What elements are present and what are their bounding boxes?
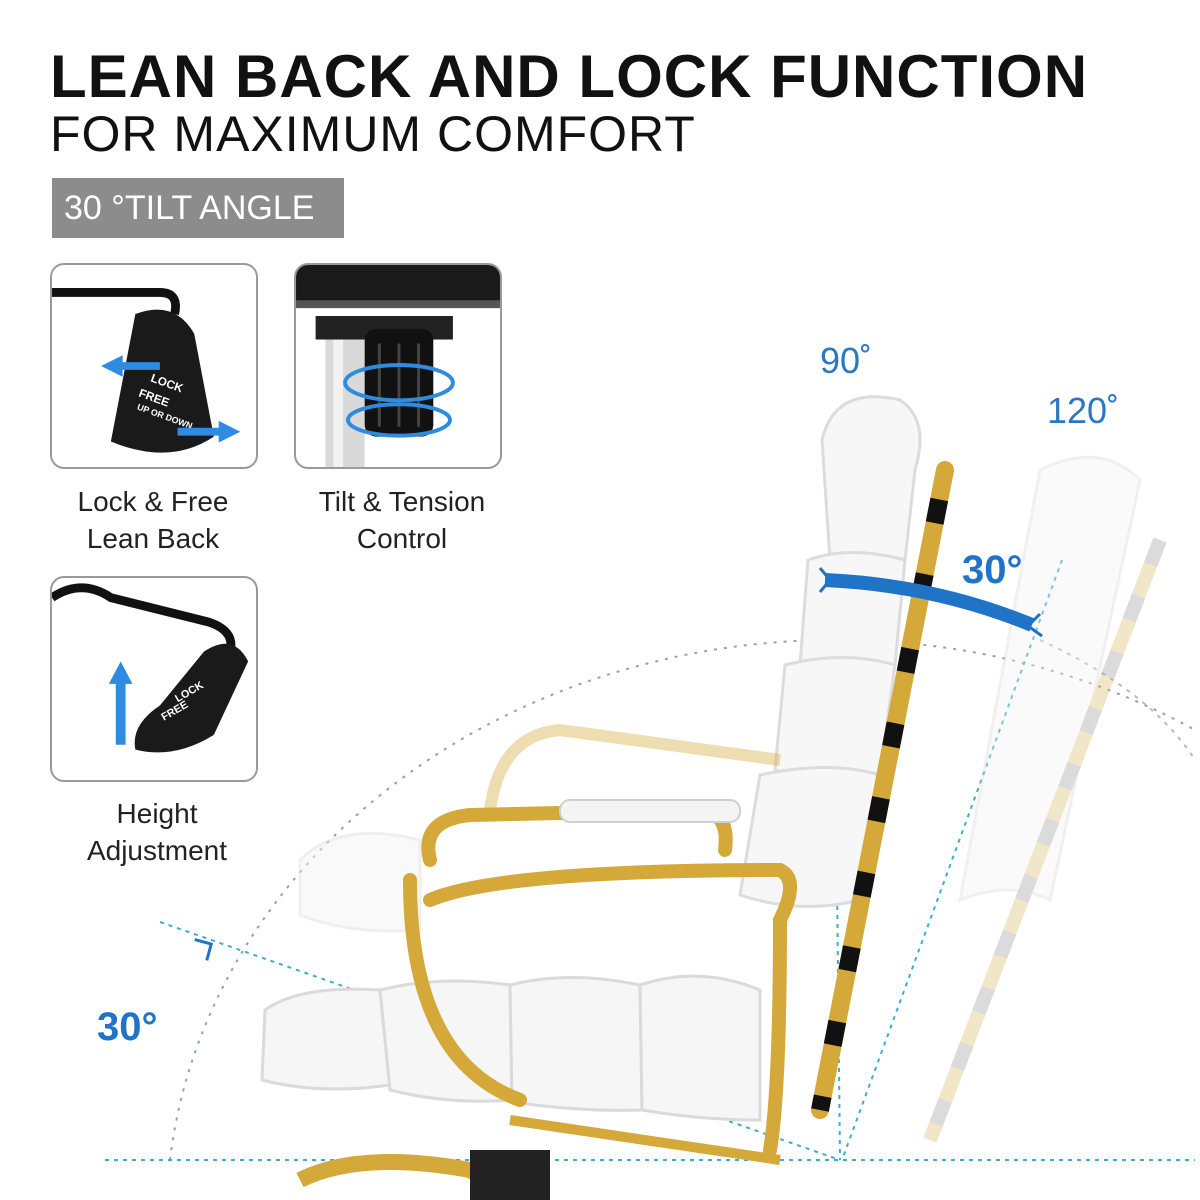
chair-base (296, 1115, 781, 1200)
tilt-range-arc (169, 638, 1196, 1161)
backrest (738, 395, 922, 908)
arrow-left-icon (101, 355, 160, 377)
armrest (403, 802, 797, 1157)
lock-lever-panel: LOCK FREE UP OR DOWN (50, 263, 258, 469)
upright-angle-label: 90˚ (820, 340, 873, 381)
back-tilt-arc (824, 573, 1035, 632)
lock-lever-caption-line1: Lock & Free (77, 486, 229, 517)
arm-pad (559, 799, 741, 823)
seat-tilt-label: 30° (97, 1005, 158, 1049)
height-caption: Height Adjustment (42, 795, 272, 869)
tilt-angle-badge: 30 °TILT ANGLE (52, 178, 344, 238)
height-caption-line1: Height (116, 798, 198, 829)
reclined-angle-label: 120˚ (1047, 390, 1120, 431)
headline: LEAN BACK AND LOCK FUNCTION (50, 43, 1089, 110)
backrest-rail (811, 461, 954, 1119)
lock-lever-caption-line2: Lean Back (86, 523, 220, 554)
lock-lever-caption: Lock & Free Lean Back (38, 483, 268, 557)
reclined-backrest-ghost (923, 455, 1167, 1143)
tension-knob-panel (294, 263, 502, 469)
reclined-line (841, 559, 1063, 1161)
back-tilt-label: 30° (962, 548, 1023, 592)
tension-knob-icon (296, 265, 500, 467)
lever-lock-icon: LOCK FREE UP OR DOWN (52, 288, 241, 453)
arrow-right-icon (177, 420, 241, 443)
arrow-up-icon (108, 661, 133, 745)
height-lever-icon: LOCK FREE (52, 583, 249, 753)
tension-caption-line2: Control (356, 523, 448, 554)
rotate-arrow-icon (343, 363, 455, 403)
tension-caption: Tilt & Tension Control (287, 483, 517, 557)
subheadline: FOR MAXIMUM COMFORT (50, 106, 696, 162)
tension-caption-line1: Tilt & Tension (318, 486, 486, 517)
height-caption-line2: Adjustment (86, 835, 228, 866)
height-lever-panel: LOCK FREE (50, 576, 258, 782)
